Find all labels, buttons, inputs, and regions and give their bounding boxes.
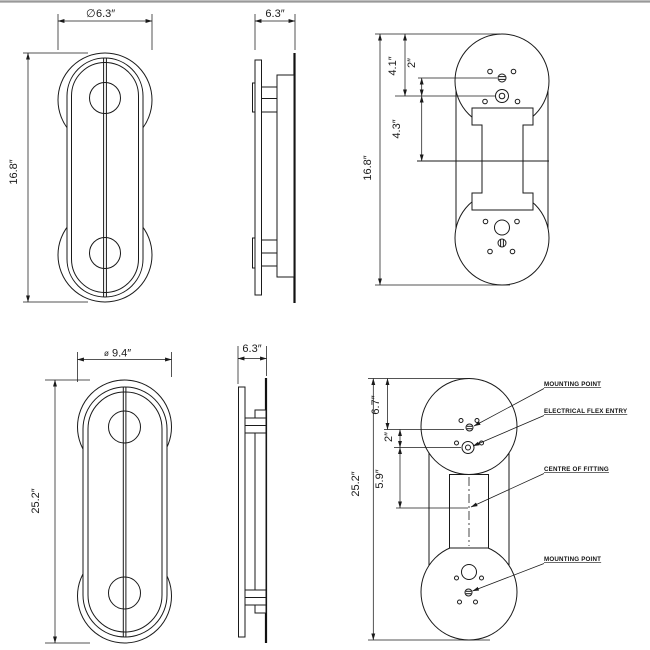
screw-hole xyxy=(514,218,520,225)
depth-value: 6.3″ xyxy=(242,343,261,355)
screw-hole xyxy=(482,98,488,105)
mounting-screw-icon xyxy=(465,423,474,432)
height-value: 25.2″ xyxy=(350,471,362,496)
svg-text:2″: 2″ xyxy=(383,432,395,442)
diameter-symbol: ∅ xyxy=(86,8,96,20)
svg-text:2″: 2″ xyxy=(406,58,418,68)
flex-entry-grommet-icon xyxy=(461,441,475,454)
depth-dimension: 6.3″ xyxy=(254,8,296,50)
diameter-dimension: ø 9.4″ xyxy=(77,348,172,382)
screw-hole xyxy=(510,68,517,75)
svg-text:4.3″: 4.3″ xyxy=(391,119,403,138)
screw-hole xyxy=(482,218,489,225)
flex-to-centre-dimension: 5.9″ xyxy=(374,447,402,509)
backplate-profile xyxy=(276,74,295,278)
height-dimension: 16.8″ xyxy=(362,33,382,286)
lamp-circle-top xyxy=(89,82,121,114)
diameter-symbol: ø xyxy=(104,349,109,358)
lamp-circle-bottom xyxy=(89,237,121,269)
front-bar-profile xyxy=(238,386,246,638)
flex-entry-grommet-icon xyxy=(495,89,509,103)
body-outline xyxy=(66,57,144,298)
side-view-small: 6.3″ xyxy=(252,8,296,303)
mount-to-flex-dimension: 2″ xyxy=(383,429,402,448)
height-value: 16.8″ xyxy=(8,159,20,184)
screw-hole xyxy=(479,575,484,581)
front-view-large: ø 9.4″ 25.2″ xyxy=(30,348,172,644)
mounting-point-label: MOUNTING POINT xyxy=(544,381,601,388)
top-to-flex-dimension: 4.1″ xyxy=(387,33,407,97)
screw-hole xyxy=(457,599,462,605)
mounting-plate xyxy=(471,107,534,211)
cable-hole xyxy=(461,564,477,580)
depth-dimension: 6.3″ xyxy=(237,343,267,384)
lamp-circle-bottom xyxy=(108,576,141,610)
diameter-value: 6.3″ xyxy=(96,8,115,20)
front-bar-profile xyxy=(254,59,262,296)
mounting-screw-icon xyxy=(497,73,507,83)
mounting-screw-icon xyxy=(464,588,473,597)
depth-value: 6.3″ xyxy=(265,8,284,20)
height-value: 25.2″ xyxy=(30,488,42,513)
lamp-holder-top xyxy=(261,86,278,113)
back-view-large: 25.2″ 6.7″ 2″ 5.9″ xyxy=(350,378,628,641)
mounting-screw-icon xyxy=(497,238,507,248)
screw-hole xyxy=(487,248,493,255)
screw-hole xyxy=(454,440,459,446)
electrical-flex-entry-label: ELECTRICAL FLEX ENTRY xyxy=(544,408,628,415)
lamp-circle-top xyxy=(108,410,141,444)
screw-hole xyxy=(458,418,464,423)
annotation-centre-of-fitting: CENTRE OF FITTING xyxy=(470,466,609,508)
diameter-value: 9.4″ xyxy=(112,348,131,360)
front-view-small: ∅ 6.3″ 16.8″ xyxy=(8,8,153,303)
side-view-large: 6.3″ xyxy=(237,343,268,643)
annotation-electrical-flex-entry: ELECTRICAL FLEX ENTRY xyxy=(472,408,628,447)
top-to-mount-dimension: 6.7″ xyxy=(370,378,390,430)
backplate-profile xyxy=(254,409,267,614)
mounting-point-label: MOUNTING POINT xyxy=(544,556,601,563)
body-inner-line xyxy=(87,391,163,633)
annotation-mounting-point-top: MOUNTING POINT xyxy=(473,381,601,427)
screw-hole xyxy=(473,599,478,605)
screw-hole xyxy=(454,575,459,581)
height-dimension: 25.2″ xyxy=(350,378,376,641)
screw-hole xyxy=(487,68,493,75)
height-value: 16.8″ xyxy=(362,155,374,180)
height-dimension: 25.2″ xyxy=(30,379,90,644)
screw-hole xyxy=(509,248,516,255)
flex-to-centre-dimension: 4.3″ xyxy=(391,95,424,162)
screw-hole xyxy=(514,98,521,105)
body-inner-line xyxy=(71,62,139,293)
svg-text:5.9″: 5.9″ xyxy=(374,469,386,488)
svg-text:6.7″: 6.7″ xyxy=(370,395,382,414)
centre-of-fitting-label: CENTRE OF FITTING xyxy=(544,466,609,473)
diameter-dimension: ∅ 6.3″ xyxy=(57,8,153,50)
cable-hole xyxy=(494,219,510,236)
back-view-small: 16.8″ 4.1″ 2″ 4.3″ xyxy=(362,33,550,286)
body-outline xyxy=(82,386,168,638)
svg-text:4.1″: 4.1″ xyxy=(387,56,399,75)
mount-to-flex-dimension: 2″ xyxy=(406,58,424,97)
height-dimension: 16.8″ xyxy=(8,52,88,303)
annotation-mounting-point-bottom: MOUNTING POINT xyxy=(472,556,601,592)
